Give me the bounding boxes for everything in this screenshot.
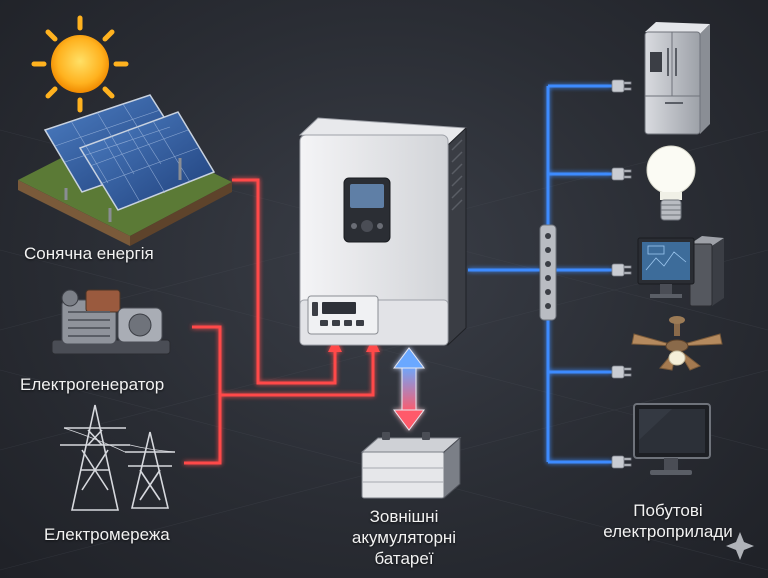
label-solar: Сонячна енергія [24,244,154,263]
television-icon [633,403,711,475]
label-battery-line3: батареї [374,549,434,568]
generator-icon [51,289,171,355]
label-appliances: Побутові електроприлади [588,500,748,542]
refrigerator-icon [644,22,710,135]
label-appliances-line1: Побутові [633,501,703,520]
solar-panel-icon [18,94,232,246]
light-bulb-icon [646,145,696,221]
plug-icon [611,365,632,379]
distribution-bar-icon [539,224,557,321]
inverter-icon [298,117,468,347]
battery-flow-arrow [393,347,425,431]
power-tower-icon [60,404,176,511]
plug-icons [611,79,632,469]
plug-icon [611,263,632,277]
ceiling-fan-icon [631,316,723,371]
plug-icon [611,167,632,181]
plug-icon [611,79,632,93]
label-battery-line2: акумуляторні [351,528,457,547]
desktop-computer-icon [637,236,724,307]
label-generator: Електрогенератор [20,375,165,394]
label-grid: Електромережа [44,525,170,544]
label-battery: Зовнішні акумуляторні батареї [334,506,474,569]
sun-icon [31,15,129,113]
label-appliances-line2: електроприлади [603,522,733,541]
battery-icon [360,432,462,500]
label-battery-line1: Зовнішні [369,507,439,526]
plug-icon [611,455,632,469]
input-power-lines [184,178,375,465]
sparkle-icon [726,532,754,560]
